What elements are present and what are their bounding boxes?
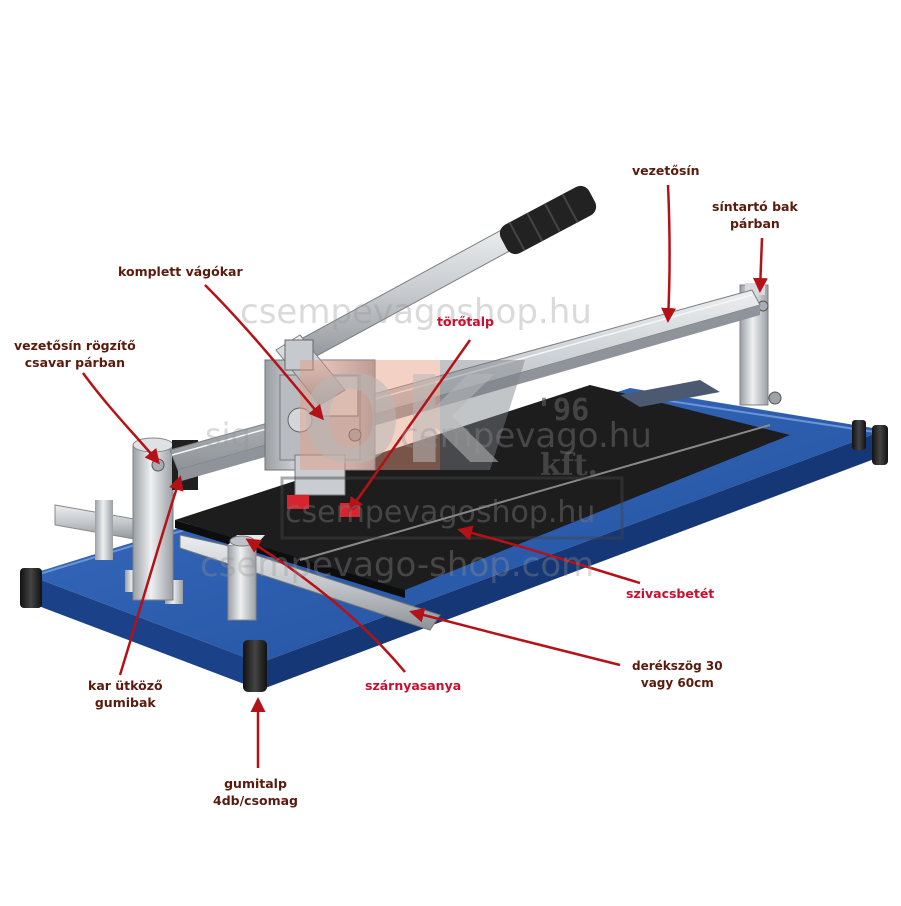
arrow-icon (81, 372, 160, 465)
label-derekszog: derékszög 30 vagy 60cm (632, 659, 723, 690)
label-gumitalp: gumitalp 4db/csomag (213, 776, 299, 808)
label-torotalp: törőtalp (437, 314, 494, 329)
arrow-icon (204, 284, 324, 421)
logo-letters: OK (300, 352, 499, 491)
label-komplett-vagokar: komplett vágókar (118, 264, 243, 279)
label-vezetosin-rogzito: vezetősín rögzítő csavar párban (14, 338, 136, 370)
watermark-3: cempevago.hu (400, 416, 652, 456)
label-szarnyasanya: szárnyasanya (365, 678, 462, 693)
arrow-icon (348, 339, 472, 513)
watermark-5: csempevago-shop.com (200, 545, 595, 585)
arrow-icon (752, 237, 768, 293)
arrow-icon (409, 607, 621, 667)
arrow-icon (118, 475, 184, 676)
label-kar-utkozo: kar ütköző gumibak (88, 678, 163, 710)
gauge-plate (620, 380, 720, 407)
arrow-icon (457, 525, 641, 585)
watermark-4: csempevagoshop.hu (285, 495, 596, 530)
rubber-feet (20, 420, 888, 692)
label-sintarto-bak: síntartó bak párban (712, 199, 798, 231)
label-szivacsbetet: szivacsbetét (626, 586, 715, 601)
arrow-icon (245, 538, 406, 673)
arrow-icon (661, 184, 677, 323)
watermark-1: csempevagoshop.hu (240, 292, 592, 332)
logo-suffix: kft. (540, 448, 598, 483)
logo-year: '96 (535, 393, 589, 428)
watermark-2: sig (205, 416, 251, 454)
callout-arrows (81, 184, 768, 768)
cutting-lever (275, 185, 597, 406)
brand-logo (280, 360, 624, 540)
label-vezetosin: vezetősín (632, 163, 700, 178)
